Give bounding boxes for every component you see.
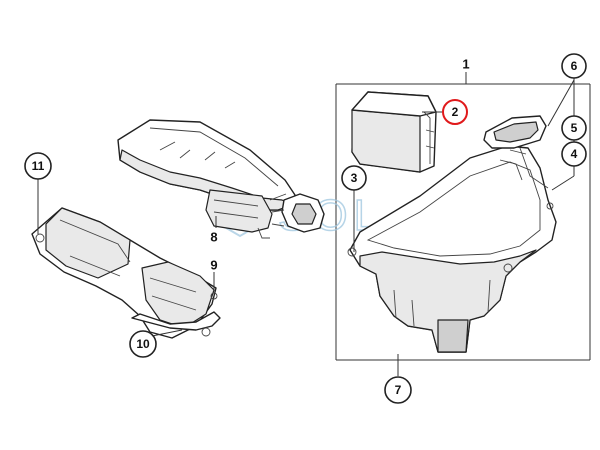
callout-7-number: 7 [395,383,402,397]
callout-7[interactable]: 7 [384,376,412,404]
air-intake-duct-lower-part [31,207,221,339]
callout-6[interactable]: 6 [561,53,587,79]
callout-4-number: 4 [571,147,578,161]
label-part-8: 8 [210,230,217,245]
air-filter-housing-part [347,115,557,353]
callout-2[interactable]: 2 [442,99,468,125]
callout-10-number: 10 [136,337,150,351]
callout-5[interactable]: 5 [561,115,587,141]
callout-5-number: 5 [571,121,578,135]
callout-10[interactable]: 10 [129,330,157,358]
leader-lines [37,78,575,376]
assembly-frame [335,72,591,361]
callout-11[interactable]: 11 [24,152,52,180]
callout-6-number: 6 [571,59,578,73]
callout-3-number: 3 [351,171,358,185]
callout-4[interactable]: 4 [561,141,587,167]
callout-2-number: 2 [452,105,459,119]
label-part-9: 9 [210,258,217,273]
callout-11-number: 11 [32,159,45,173]
air-filter-element-part [351,91,437,173]
callout-3[interactable]: 3 [341,165,367,191]
label-part-1: 1 [462,57,469,72]
intake-duct-upper-part [117,119,325,239]
